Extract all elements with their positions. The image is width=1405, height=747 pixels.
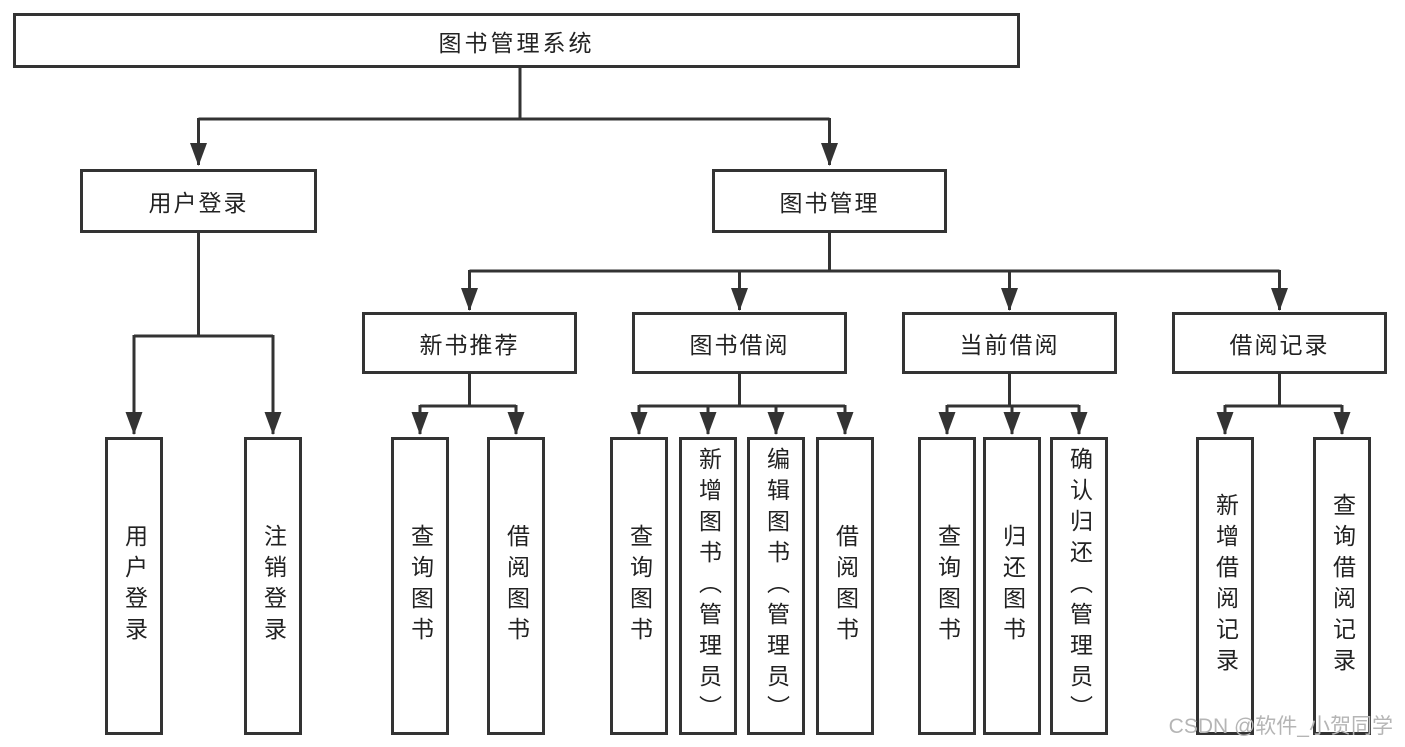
connectors-borrowing-records (1216, 374, 1351, 435)
leaf-query-book-borrowing: 查询图书 (610, 437, 668, 735)
leaf-logout: 注销登录 (244, 437, 302, 735)
leaf-query-book-current: 查询图书 (918, 437, 976, 735)
leaf-confirm-return-admin: 确认归还（管理员） (1050, 437, 1108, 735)
leaf-user-login: 用户登录 (105, 437, 163, 735)
leaf-query-borrow-record: 查询借阅记录 (1313, 437, 1371, 735)
csdn-watermark: CSDN @软件_小贺同学 (1168, 715, 1393, 738)
node-book-borrowing: 图书借阅 (632, 312, 847, 374)
node-user-login: 用户登录 (80, 169, 317, 233)
leaf-query-book-recommend: 查询图书 (391, 437, 449, 735)
node-borrowing-records: 借阅记录 (1172, 312, 1387, 374)
connectors-book-borrowing (630, 374, 854, 435)
leaf-borrow-book: 借阅图书 (816, 437, 874, 735)
connectors-user-login (125, 233, 282, 435)
node-library-system: 图书管理系统 (13, 13, 1020, 68)
leaf-add-borrow-record: 新增借阅记录 (1196, 437, 1254, 735)
connectors-root-to-level2 (190, 68, 838, 166)
node-current-borrowing: 当前借阅 (902, 312, 1117, 374)
node-book-management: 图书管理 (712, 169, 947, 233)
leaf-add-book-admin: 新增图书（管理员） (679, 437, 737, 735)
connectors-current-borrowing (938, 374, 1088, 435)
leaf-borrow-book-recommend: 借阅图书 (487, 437, 545, 735)
leaf-edit-book-admin: 编辑图书（管理员） (747, 437, 805, 735)
connectors-new-book-recommendation (411, 374, 525, 435)
node-new-book-recommendation: 新书推荐 (362, 312, 577, 374)
leaf-return-book: 归还图书 (983, 437, 1041, 735)
connectors-book-management (461, 233, 1288, 311)
